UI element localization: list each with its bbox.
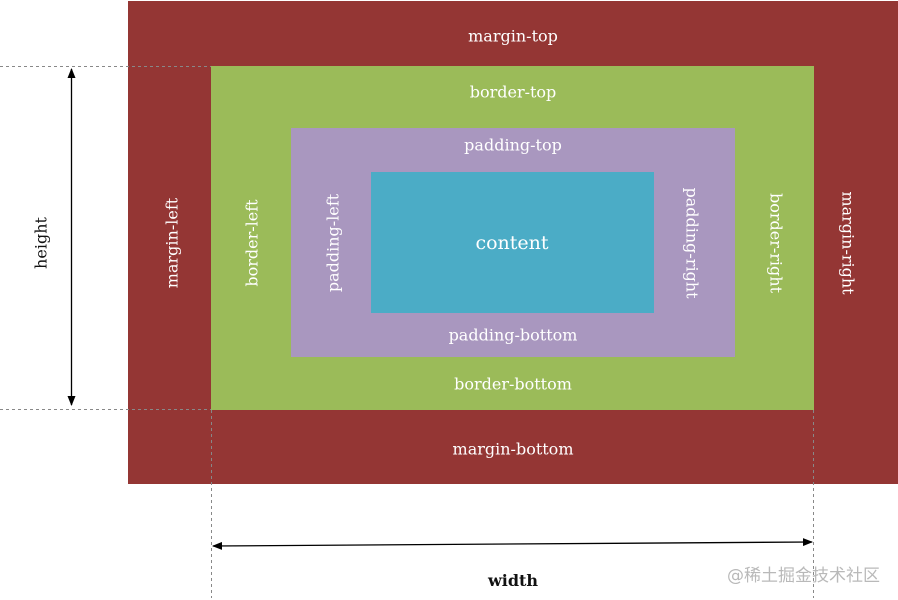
padding-top-label: padding-top [464, 135, 562, 155]
border-bottom-label: border-bottom [454, 374, 572, 394]
border-top-label: border-top [469, 82, 557, 102]
width-label: width [488, 571, 539, 590]
margin-top-label: margin-top [468, 26, 558, 46]
width-arrow [212, 538, 813, 550]
padding-bottom-label: padding-bottom [448, 325, 578, 345]
content-label: content [475, 232, 549, 254]
watermark: @稀土掘金技术社区 [727, 566, 880, 586]
height-label: height [31, 217, 51, 269]
content-box [371, 172, 654, 313]
margin-bottom-label: margin-bottom [452, 439, 574, 459]
